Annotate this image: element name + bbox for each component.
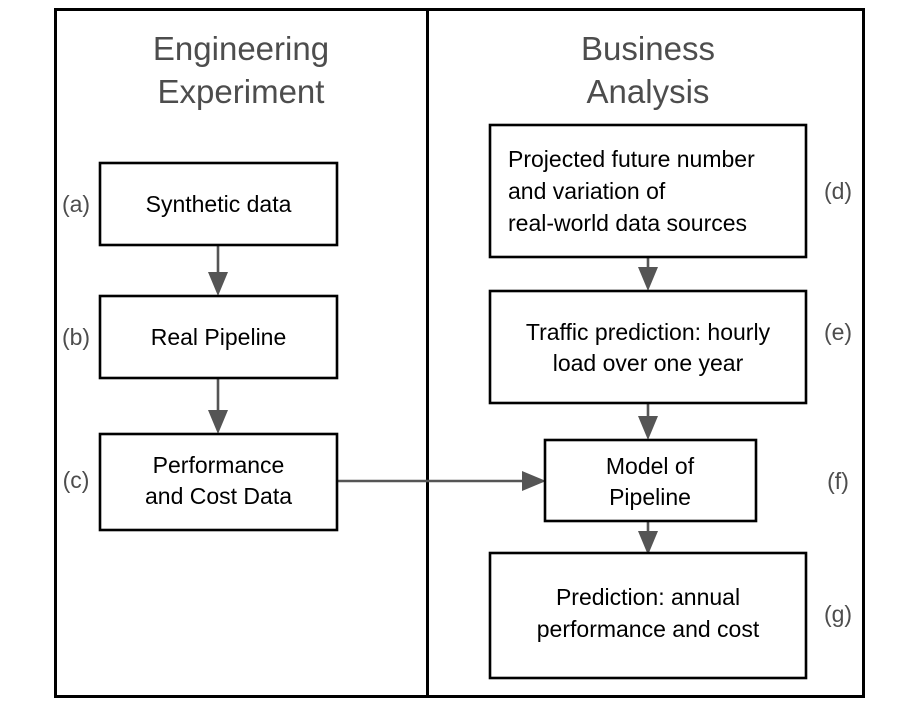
node-a-label-line1: Synthetic data: [146, 191, 292, 217]
node-c-tag: (c): [63, 467, 90, 493]
connector-e-to-f: [638, 403, 658, 440]
panel-title-engineering-line1: Engineering: [153, 30, 329, 67]
node-g-box[interactable]: [488, 551, 808, 680]
connector-b-to-c: [208, 378, 228, 434]
node-e-tag: (e): [824, 319, 852, 345]
node-b[interactable]: Real Pipeline: [98, 294, 339, 380]
panel-title-engineering-line2: Experiment: [158, 73, 325, 110]
node-f-tag: (f): [827, 468, 849, 494]
node-a-tag: (a): [62, 191, 90, 217]
node-c-label-line2: and Cost Data: [145, 483, 292, 509]
node-d-label-line1: Projected future number: [508, 146, 755, 172]
node-f[interactable]: Model of Pipeline: [543, 438, 758, 523]
panel-title-business-line2: Analysis: [587, 73, 710, 110]
node-b-box[interactable]: [98, 294, 339, 380]
node-e-label-line1: Traffic prediction: hourly: [526, 319, 771, 345]
node-c-label-line1: Performance: [153, 452, 285, 478]
node-b-label-line1: Real Pipeline: [151, 324, 287, 350]
node-e-box[interactable]: [488, 289, 808, 405]
node-g-label-line1: Prediction: annual: [556, 584, 740, 610]
node-c-box[interactable]: [98, 432, 339, 532]
node-b-tag: (b): [62, 324, 90, 350]
node-d-label-line2: and variation of: [508, 178, 666, 204]
node-d-box[interactable]: [488, 123, 808, 259]
connector-d-to-e: [638, 257, 658, 291]
node-f-label-line2: Pipeline: [609, 484, 691, 510]
node-g-label-line2: performance and cost: [537, 616, 760, 642]
node-d-label-line3: real-world data sources: [508, 210, 747, 236]
connector-c-to-f: [337, 471, 546, 491]
connector-f-to-g: [638, 521, 658, 555]
connector-a-to-b: [208, 245, 228, 296]
node-a-box[interactable]: [98, 161, 339, 247]
node-d-tag: (d): [824, 178, 852, 204]
node-f-box[interactable]: [543, 438, 758, 523]
node-g[interactable]: Prediction: annual performance and cost: [488, 551, 808, 680]
node-a[interactable]: Synthetic data: [98, 161, 339, 247]
node-c[interactable]: Performance and Cost Data: [98, 432, 339, 532]
node-d[interactable]: Projected future number and variation of…: [488, 123, 808, 259]
panel-title-business: Business Analysis: [581, 30, 715, 110]
panel-title-engineering: Engineering Experiment: [153, 30, 329, 110]
node-e-label-line2: load over one year: [553, 350, 744, 376]
node-g-tag: (g): [824, 601, 852, 627]
panel-title-business-line1: Business: [581, 30, 715, 67]
node-e[interactable]: Traffic prediction: hourly load over one…: [488, 289, 808, 405]
node-f-label-line1: Model of: [606, 453, 695, 479]
